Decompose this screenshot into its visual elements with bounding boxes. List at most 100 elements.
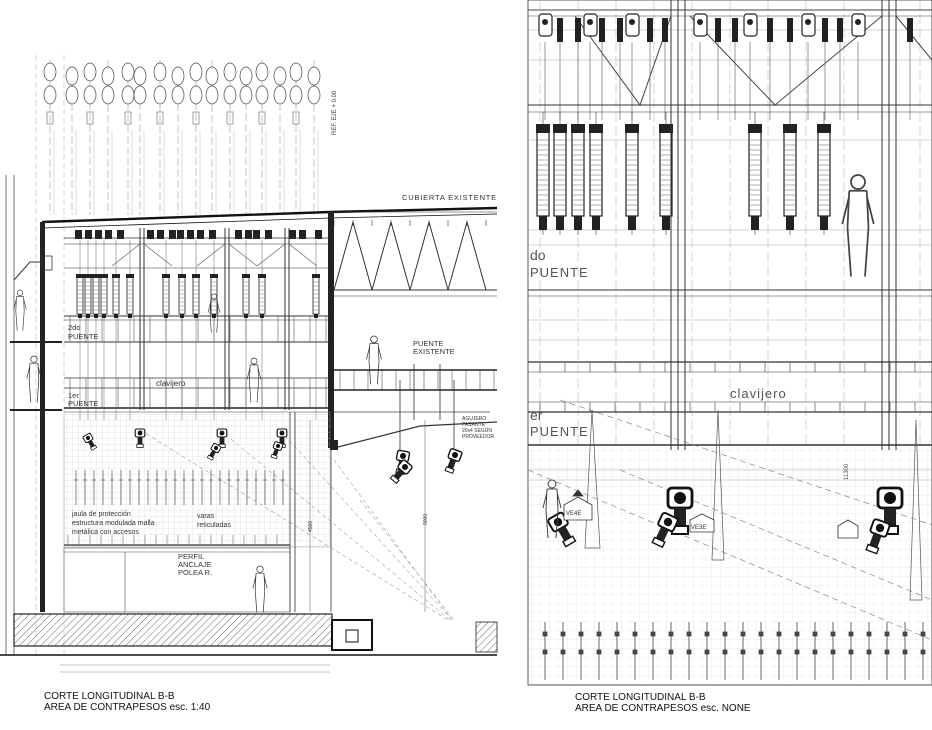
roof-truss — [333, 220, 497, 297]
label-puente-2: PUENTE — [530, 265, 589, 280]
tag-bubble — [255, 62, 269, 82]
counterweight-arbors — [76, 240, 320, 420]
dimension-9000: 9000 — [423, 514, 429, 525]
tag-bubble — [307, 66, 321, 86]
tag-bubble — [121, 62, 135, 82]
pulley-block — [801, 13, 816, 37]
label-2do: 2do — [68, 323, 81, 332]
dimension-4500: 4500 — [308, 521, 314, 532]
pulley-block — [743, 13, 758, 37]
tag-bubble — [133, 66, 147, 86]
pulley — [117, 230, 124, 239]
tag-bubble — [255, 85, 269, 105]
pulley — [289, 230, 296, 239]
label-pasante: PASANTE — [462, 422, 486, 428]
tag-bubble — [133, 85, 147, 105]
pulley — [75, 230, 82, 239]
person-figure — [13, 289, 27, 331]
arbor — [242, 275, 250, 315]
right-detail-view: VE4E VE3E do PUENTE clavijero er PUENTE … — [527, 0, 932, 686]
tags: VE4E VE3E — [563, 489, 859, 539]
arbor — [126, 275, 134, 315]
tag-bubble — [205, 85, 219, 105]
label-segun: 20x4 SEGÚN — [462, 427, 492, 434]
pulley — [299, 230, 306, 239]
spotlight — [444, 448, 463, 474]
pulley — [105, 230, 112, 239]
left-caption-scale: AREA DE CONTRAPESOS esc. 1:40 — [44, 702, 211, 713]
pulley — [95, 230, 102, 239]
arbor — [84, 275, 92, 315]
tag-bubble — [83, 62, 97, 82]
tag-bubble — [189, 62, 203, 82]
tag-bubble — [239, 85, 253, 105]
right-caption-scale: AREA DE CONTRAPESOS esc. NONE — [575, 703, 751, 714]
arbor-detail — [625, 131, 639, 217]
pulley-block — [693, 13, 708, 37]
arbor — [92, 275, 100, 315]
railing-posts — [539, 362, 916, 412]
spotlight — [651, 512, 679, 549]
pulley-block — [557, 18, 563, 42]
pulley-block — [715, 18, 721, 42]
person-figure — [366, 335, 382, 385]
label-clavijero: clavijero — [156, 379, 186, 388]
tag-ve3e: VE3E — [691, 525, 706, 531]
tag-bubble — [153, 85, 167, 105]
pulley — [147, 230, 154, 239]
pulley-block — [599, 18, 605, 42]
label-agujero: AGUJERO — [462, 416, 486, 422]
tag-bubble — [289, 62, 303, 82]
person-figure — [246, 357, 262, 403]
pulley-block — [575, 18, 581, 42]
spotlight — [547, 511, 577, 548]
bridge-railing — [69, 316, 495, 408]
pulley — [197, 230, 204, 239]
arbor-detail — [659, 131, 673, 217]
pulley-block — [907, 18, 913, 42]
label-2do-puente: PUENTE — [68, 332, 98, 341]
pulley-block — [851, 13, 866, 37]
label-reticuladas: reticuladas — [197, 522, 231, 529]
arbor — [258, 275, 266, 315]
human-figures — [13, 289, 382, 613]
arbor-detail — [589, 131, 603, 217]
spotlight — [865, 518, 891, 555]
tag-bubble — [273, 85, 287, 105]
label-jaula: jaula de protección — [71, 511, 131, 518]
pulley — [169, 230, 176, 239]
label-estructura: estructura modulada malla — [72, 520, 155, 527]
pulley — [209, 230, 216, 239]
label-do: do — [530, 247, 546, 263]
label-malla: metálica con accesos — [72, 529, 139, 536]
arbor — [112, 275, 120, 315]
person-figure — [26, 355, 42, 403]
arbor-detail — [553, 131, 567, 217]
spotlight — [270, 441, 284, 460]
left-caption-title: CORTE LONGITUDINAL B-B — [44, 691, 175, 702]
person-figure — [207, 293, 221, 333]
tag-bubble — [289, 85, 303, 105]
arbor — [312, 275, 320, 315]
tag-bubble — [43, 62, 57, 82]
pulley — [315, 230, 322, 239]
label-puente-existente-2: EXISTENTE — [413, 347, 455, 356]
pulley — [265, 230, 272, 239]
spotlight — [134, 428, 146, 448]
counterweight-arbors-detail — [536, 112, 831, 235]
left-caption: CORTE LONGITUDINAL B-B AREA DE CONTRAPES… — [44, 691, 210, 713]
person-figure — [841, 174, 875, 277]
pulley — [245, 230, 252, 239]
pulley-block — [787, 18, 793, 42]
pulley-block — [662, 18, 668, 42]
label-perfil: PERFIL — [178, 552, 204, 561]
tag-bubble — [65, 66, 79, 86]
tag-bubble — [239, 66, 253, 86]
pulley-block — [617, 18, 623, 42]
pulley-block — [767, 18, 773, 42]
tag-bubble — [223, 62, 237, 82]
tag-bubble — [205, 66, 219, 86]
right-caption: CORTE LONGITUDINAL B-B AREA DE CONTRAPES… — [575, 692, 751, 714]
arbor-detail — [783, 131, 797, 217]
